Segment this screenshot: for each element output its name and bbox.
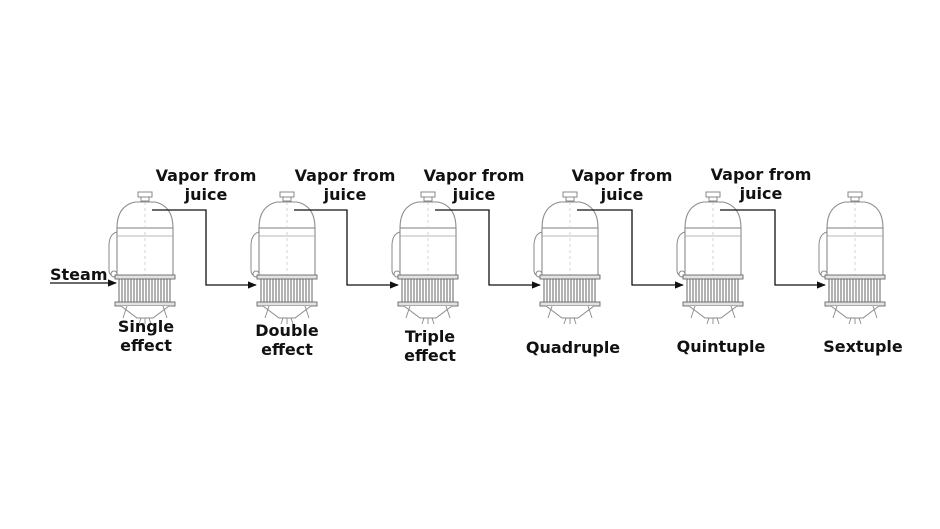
vapor-label-2-line2: juice xyxy=(323,185,367,204)
vapor-label-4-line2: juice xyxy=(600,185,644,204)
vapor-label-1: Vapor from juice xyxy=(156,166,257,204)
vapor-connector-1-2 xyxy=(152,209,257,289)
vapor-label-2: Vapor from juice xyxy=(295,166,396,204)
evaporator-1-icon xyxy=(108,191,176,325)
vapor-label-3: Vapor from juice xyxy=(424,166,525,204)
stage-label-1: Single effect xyxy=(118,317,174,355)
vapor-label-5-line1: Vapor from xyxy=(710,165,812,184)
evaporator-4-icon xyxy=(533,191,601,325)
stage-label-3-line2: effect xyxy=(404,346,456,365)
stage-label-2-line2: effect xyxy=(261,340,313,359)
vapor-label-4-line1: Vapor from xyxy=(571,166,673,185)
steam-label: Steam xyxy=(50,265,108,284)
vapor-label-1-line2: juice xyxy=(184,185,228,204)
evaporator-2-icon xyxy=(250,191,318,325)
stage-label-1-line2: effect xyxy=(120,336,172,355)
stage-label-6-line1: Sextuple xyxy=(823,337,903,356)
stage-label-5-line1: Quintuple xyxy=(676,337,766,356)
vapor-label-1-line1: Vapor from xyxy=(155,166,257,185)
stage-label-2: Double effect xyxy=(255,321,318,359)
vapor-connector-5-6 xyxy=(720,209,826,289)
evaporator-3-icon xyxy=(391,191,459,325)
stage-label-1-line1: Single xyxy=(117,317,175,336)
vapor-label-4: Vapor from juice xyxy=(572,166,673,204)
vapor-label-3-line1: Vapor from xyxy=(423,166,525,185)
evaporator-6-icon xyxy=(818,191,886,325)
vapor-label-5: Vapor from juice xyxy=(711,165,812,203)
vapor-label-5-line2: juice xyxy=(739,184,783,203)
stage-label-4: Quadruple xyxy=(526,338,620,357)
vapor-connector-2-3 xyxy=(294,209,399,289)
vapor-connector-3-4 xyxy=(435,209,541,289)
stage-label-5: Quintuple xyxy=(677,337,766,356)
stage-label-2-line1: Double xyxy=(255,321,319,340)
evaporator-5-icon xyxy=(676,191,744,325)
stage-label-6: Sextuple xyxy=(823,337,903,356)
stage-label-3: Triple effect xyxy=(404,327,456,365)
vapor-label-3-line2: juice xyxy=(452,185,496,204)
vapor-connector-4-5 xyxy=(577,209,684,289)
stage-label-4-line1: Quadruple xyxy=(525,338,621,357)
stage-label-3-line1: Triple xyxy=(404,327,456,346)
vapor-label-2-line1: Vapor from xyxy=(294,166,396,185)
